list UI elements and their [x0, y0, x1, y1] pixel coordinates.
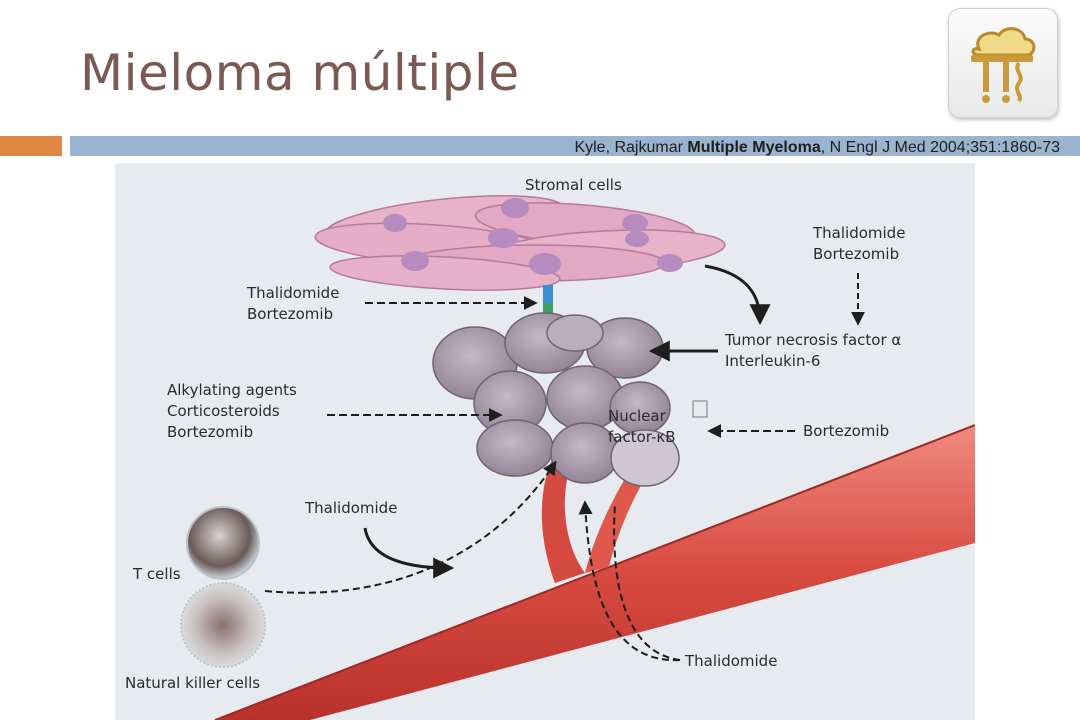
logo [948, 8, 1058, 118]
label-alkylating-agents: Alkylating agents [167, 381, 297, 399]
label-tnf-alpha: Tumor necrosis factor α [724, 331, 901, 349]
natural-killer-cell [180, 582, 266, 668]
adhesion-molecule [543, 285, 553, 303]
myeloma-diagram: Stromal cells Thalidomide Bortezomib Tha… [115, 163, 975, 720]
label-corticosteroids: Corticosteroids [167, 402, 280, 420]
brain-molecule-logo-icon [971, 27, 1036, 103]
t-cell [186, 506, 260, 580]
stromal-cells [314, 195, 726, 291]
label-thalidomide-mid: Thalidomide [304, 499, 397, 517]
label-nuclear: Nuclear [608, 407, 667, 425]
citation-work: Multiple Myeloma [687, 139, 821, 156]
myeloma-cell-cluster [432, 312, 680, 487]
label-thalidomide-right: Thalidomide [812, 224, 905, 242]
label-interleukin-6: Interleukin-6 [725, 352, 820, 370]
label-bortezomib-nfkb: Bortezomib [803, 422, 889, 440]
label-stromal-cells: Stromal cells [525, 176, 622, 194]
citation-source: , N Engl J Med 2004;351:1860-73 [820, 139, 1060, 156]
label-bortezomib-left: Bortezomib [247, 305, 333, 323]
label-thalidomide-bottom: Thalidomide [684, 652, 777, 670]
slide-title: Mieloma múltiple [80, 44, 520, 102]
label-t-cells: T cells [132, 565, 181, 583]
accent-bar-blue [70, 136, 1080, 156]
label-bortezomib-alkylating: Bortezomib [167, 423, 253, 441]
citation-authors: Kyle, Rajkumar [574, 139, 688, 156]
accent-bar-orange [0, 136, 62, 156]
blood-vessel [214, 424, 975, 720]
adhesion-ligand [543, 303, 553, 321]
label-natural-killer-cells: Natural killer cells [125, 674, 260, 692]
label-nuclear-factor-kb: factor-κB [608, 428, 676, 446]
label-bortezomib-right: Bortezomib [813, 245, 899, 263]
label-thalidomide-left: Thalidomide [246, 284, 339, 302]
arrows [264, 264, 865, 662]
citation: Kyle, Rajkumar Multiple Myeloma, N Engl … [574, 139, 1060, 157]
